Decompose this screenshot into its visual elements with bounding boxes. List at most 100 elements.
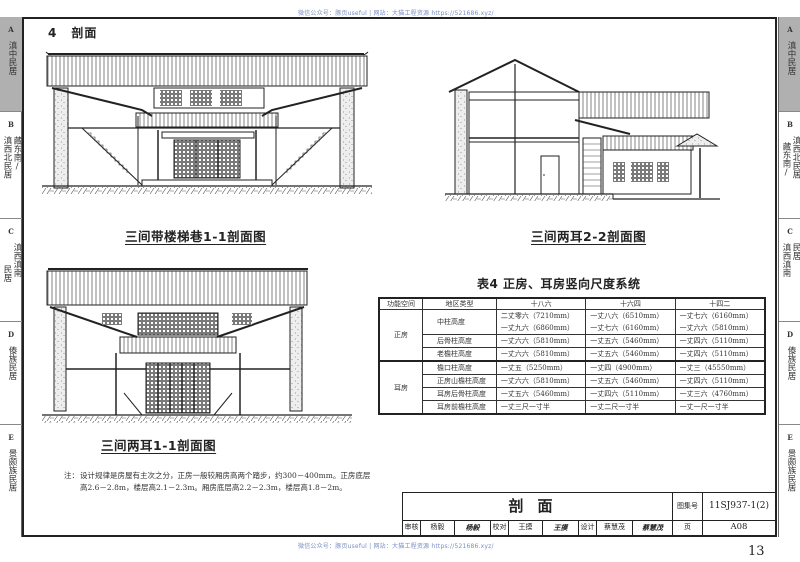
section-drawing-3 — [42, 265, 352, 425]
tab-letter: D — [786, 330, 794, 339]
cell-value: 一丈三尺一寸半 — [495, 400, 587, 415]
tab-label-secondary: 民居 — [791, 243, 800, 260]
cell-value: 一丈八六（6510mm） — [585, 309, 676, 322]
side-tab-c[interactable]: C 滇西滇南 民居 — [779, 219, 800, 322]
row-type: 后骨柱高度 — [422, 334, 497, 348]
page-label: 页 — [673, 520, 703, 535]
cell-value: 一丈六六（5810mm） — [495, 347, 587, 362]
cell-value: 一丈九六（6860mm） — [495, 322, 587, 335]
tab-letter: E — [8, 433, 14, 442]
dimension-table: 功能空间 地区类型 十八六 十六四 十四二 正房 中柱高度 二丈零六（7210m… — [378, 297, 766, 415]
tab-label: 滇西北民居 — [2, 136, 12, 179]
row-type: 耳房前檐柱高度 — [422, 400, 497, 415]
cell-value: 一丈三六（4760mm） — [674, 387, 766, 401]
cell-value: 一丈四（4900mm） — [585, 360, 676, 375]
col-header-space: 功能空间 — [378, 297, 424, 310]
tab-letter: A — [8, 25, 14, 34]
section-title: 剖面 — [71, 26, 98, 40]
note-label: 注： — [64, 471, 79, 480]
cell-value: 二丈零六（7210mm） — [495, 309, 587, 322]
title-block: 剖面 图集号 11SJ937-1(2) 审核 杨毅 杨毅 校对 王摸 王摸 设计… — [402, 492, 776, 536]
side-tab-a[interactable]: A 滇中民居 — [0, 17, 22, 112]
watermark-bottom: 微信公众号：豚页useful | 网站：大猫工程资源 https://52168… — [298, 543, 494, 550]
tab-label: 景颇族民居 — [7, 449, 17, 492]
col-header-18-6: 十八六 — [495, 297, 587, 310]
tab-label: 滇西滇南 — [781, 243, 791, 277]
tab-label: 滇中民居 — [7, 41, 17, 75]
table-row: 正房山檐柱高度 一丈六六（5810mm） 一丈五六（5460mm） 一丈四六（5… — [379, 374, 766, 388]
row-type: 耳房后骨柱高度 — [422, 387, 497, 401]
tab-letter: C — [787, 227, 793, 236]
side-tab-e[interactable]: E 景颇族民居 — [0, 425, 22, 537]
section-heading: 4 剖面 — [48, 24, 97, 41]
row-type: 檐口柱高度 — [422, 360, 497, 375]
col-header-14-2: 十四二 — [674, 297, 766, 310]
side-tab-a[interactable]: A 滇中民居 — [779, 17, 800, 112]
cell-value: 一丈六六（5810mm） — [495, 334, 587, 348]
tab-letter: B — [8, 120, 14, 129]
side-index-right: A 滇中民居 B 滇西北民居 藏东南/ C 滇西滇南 民居 D 傣族民居 E 景… — [778, 17, 800, 537]
review-label: 审核 — [403, 520, 421, 535]
tab-letter: E — [787, 433, 793, 442]
section-drawing-1 — [42, 50, 372, 198]
section-drawing-2 — [445, 58, 720, 203]
cell-value: 一丈四六（5110mm） — [674, 347, 766, 362]
sheet-title: 剖面 — [403, 493, 673, 520]
check-label: 校对 — [491, 520, 509, 535]
table-row: 老檐柱高度 一丈六六（5810mm） 一丈五六（5460mm） 一丈四六（511… — [379, 347, 766, 362]
row-type: 老檐柱高度 — [422, 347, 497, 362]
drawing-2-caption: 三间两耳2-2剖面图 — [531, 229, 647, 244]
drawing-3-caption: 三间两耳1-1剖面图 — [101, 438, 217, 453]
cell-value: 一丈五（5250mm） — [495, 360, 587, 375]
table-row: 耳房 檐口柱高度 一丈五（5250mm） 一丈四（4900mm） 一丈三（455… — [378, 360, 766, 415]
table-title: 表4 正房、耳房竖向尺度系统 — [477, 277, 641, 291]
tab-label-secondary: 民居 — [2, 265, 12, 282]
cell-value: 一丈六六（5810mm） — [674, 322, 766, 335]
cell-value: 一丈五六（5460mm） — [585, 374, 676, 388]
tab-letter: C — [8, 227, 14, 236]
cell-value: 一丈四六（5110mm） — [674, 374, 766, 388]
tab-label-secondary: 藏东南/ — [781, 142, 791, 178]
cell-value: 一丈一尺一寸半 — [674, 400, 766, 415]
section-number: 4 — [48, 26, 58, 40]
col-header-16-4: 十六四 — [585, 297, 676, 310]
cell-value: 一丈五六（5460mm） — [585, 334, 676, 348]
table-header-row: 功能空间 地区类型 十八六 十六四 十四二 — [378, 297, 766, 310]
row-space-ear-room: 耳房 — [378, 360, 424, 415]
cell-value: 一丈四六（5110mm） — [674, 334, 766, 348]
tab-label: 傣族民居 — [786, 346, 796, 380]
side-tab-d[interactable]: D 傣族民居 — [0, 322, 22, 425]
table-row: 后骨柱高度 一丈六六（5810mm） 一丈五六（5460mm） 一丈四六（511… — [379, 334, 766, 348]
design-note: 注： 设计规律是房屋有主次之分，正房一般较厢房高两个踏步，约300－400mm。… — [64, 470, 374, 494]
cell-value: 一丈三（45550mm） — [674, 360, 766, 375]
side-tab-d[interactable]: D 傣族民居 — [779, 322, 800, 425]
tab-label-secondary: 藏东南/ — [12, 136, 22, 172]
row-type: 中柱高度 — [422, 309, 497, 335]
table-row: 耳房后骨柱高度 一丈五六（5460mm） 一丈四六（5110mm） 一丈三六（4… — [379, 387, 766, 401]
row-type: 正房山檐柱高度 — [422, 374, 497, 388]
tab-label: 滇西滇南 — [12, 243, 22, 277]
tab-label: 傣族民居 — [7, 346, 17, 380]
tab-label: 滇中民居 — [786, 41, 796, 75]
checker-signature: 王摸 — [543, 520, 579, 535]
cell-value: 一丈二尺一寸半 — [585, 400, 676, 415]
side-tab-b[interactable]: B 滇西北民居 藏东南/ — [779, 112, 800, 219]
tab-label: 滇西北民居 — [791, 136, 800, 179]
side-tab-b[interactable]: B 藏东南/ 滇西北民居 — [0, 112, 22, 219]
col-header-type: 地区类型 — [422, 297, 497, 310]
page-number: 13 — [748, 544, 765, 559]
page-code: A08 — [730, 522, 748, 532]
side-tab-e[interactable]: E 景颇族民居 — [779, 425, 800, 537]
side-tab-c[interactable]: C 滇西滇南 民居 — [0, 219, 22, 322]
side-index-left: A 滇中民居 B 藏东南/ 滇西北民居 C 滇西滇南 民居 D 傣族民居 E 景… — [0, 17, 22, 537]
checker-name: 王摸 — [509, 520, 543, 535]
designer-signature: 蔡慧茂 — [633, 520, 673, 535]
tab-letter: D — [7, 330, 15, 339]
table-row: 正房 中柱高度 二丈零六（7210mm） 一丈八六（6510mm） 一丈七六（6… — [378, 309, 766, 362]
cell-value: 一丈七六（6160mm） — [585, 322, 676, 335]
reviewer-name: 杨毅 — [421, 520, 455, 535]
table-row: 耳房前檐柱高度 一丈三尺一寸半 一丈二尺一寸半 一丈一尺一寸半 — [379, 400, 766, 415]
watermark-top: 微信公众号：豚页useful | 网站：大猫工程资源 https://52168… — [298, 10, 494, 17]
cell-value: 一丈七六（6160mm） — [674, 309, 766, 322]
tab-letter: B — [787, 120, 793, 129]
